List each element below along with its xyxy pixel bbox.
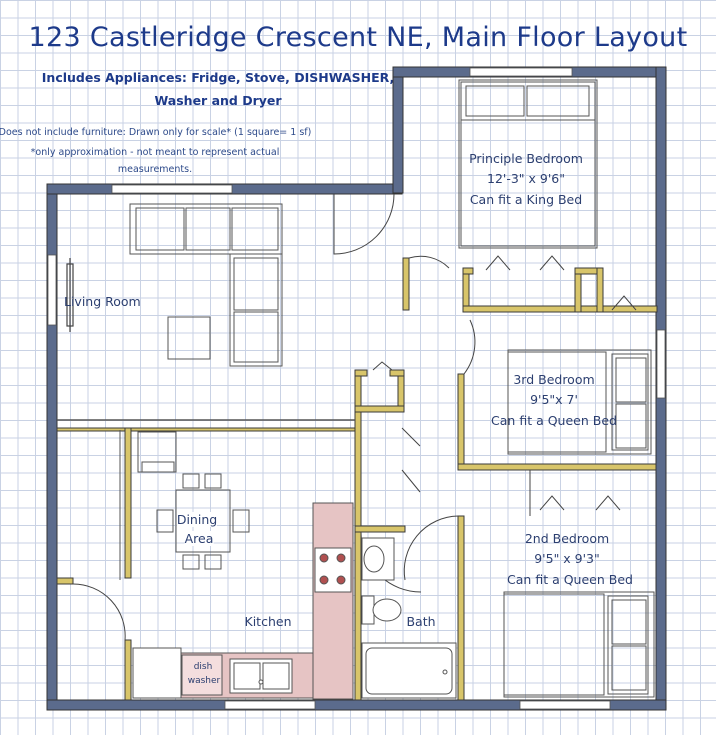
scale-note-2: *only approximation - not meant to repre… <box>30 147 280 158</box>
dishwasher-label-2: washer <box>187 676 221 686</box>
second-bedroom-name: 2nd Bedroom <box>524 531 610 546</box>
tv-icon <box>66 258 74 332</box>
principal-bedroom-size: 12'-3" x 9'6" <box>487 171 565 186</box>
third-bedroom-name: 3rd Bedroom <box>513 372 595 387</box>
queen-bed-3rd <box>507 349 652 455</box>
living-room-label: Living Room <box>64 294 141 309</box>
dining-area-line-2: Area <box>184 531 214 546</box>
dining-area-line-1: Dining <box>176 512 218 527</box>
appliances-line-2: Washer and Dryer <box>154 93 282 108</box>
page-title: 123 Castleridge Crescent NE, Main Floor … <box>28 22 688 53</box>
sectional-sofa <box>129 203 283 367</box>
appliances-line-1: Includes Appliances: Fridge, Stove, DISH… <box>41 70 395 85</box>
interior-walls <box>56 257 658 701</box>
dining-table <box>156 473 250 570</box>
dishwasher-box <box>181 654 223 696</box>
second-bedroom-size: 9'5" x 9'3" <box>534 551 600 566</box>
third-bedroom-note: Can fit a Queen Bed <box>491 413 617 428</box>
principal-bedroom-name: Principle Bedroom <box>469 151 583 166</box>
dishwasher-label-1: dish <box>193 662 213 672</box>
scale-note-1: Does not include furniture: Drawn only f… <box>0 127 312 138</box>
cabinet <box>137 431 177 473</box>
kitchen-sink-icon <box>229 658 293 694</box>
scale-note-3: measurements. <box>117 164 193 175</box>
king-bed <box>458 79 598 249</box>
third-bedroom-size: 9'5"x 7' <box>530 392 578 407</box>
stove-icon <box>314 547 352 593</box>
second-bedroom-note: Can fit a Queen Bed <box>507 572 633 587</box>
windows <box>47 67 666 710</box>
bathroom-fixtures <box>361 537 457 699</box>
kitchen-label: Kitchen <box>244 614 292 629</box>
queen-bed-2nd <box>503 591 655 698</box>
principal-bedroom-note: Can fit a King Bed <box>469 192 583 207</box>
bath-label: Bath <box>406 614 436 629</box>
